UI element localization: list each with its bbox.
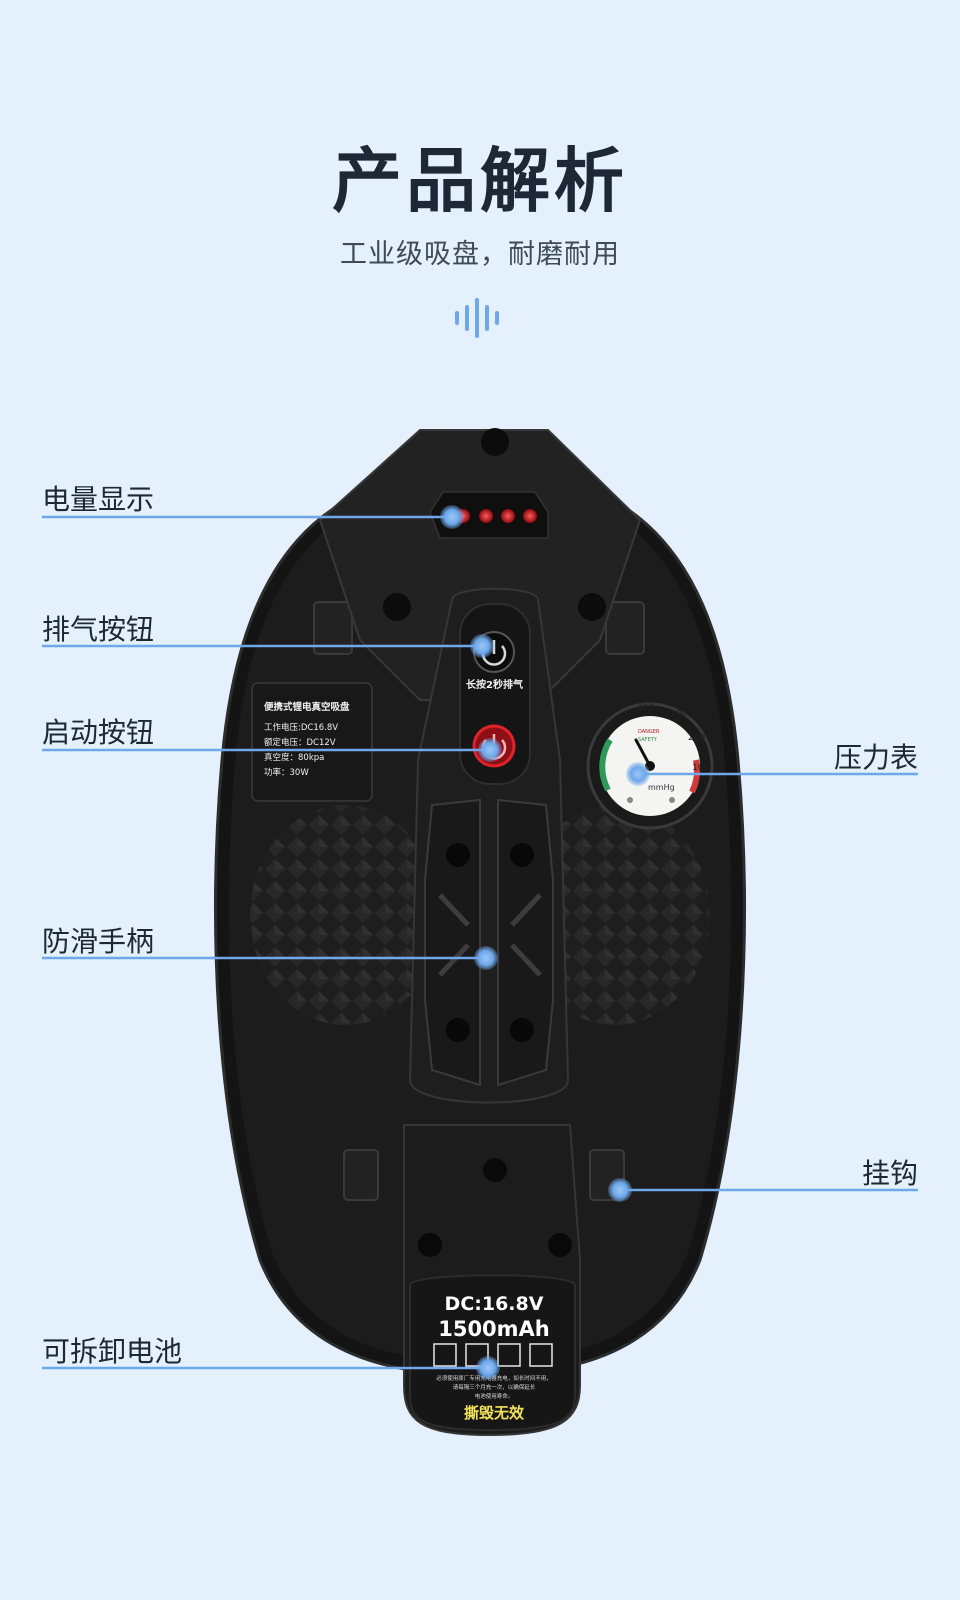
gauge-tick-300: 300 [670, 709, 687, 719]
battery-led-3 [501, 509, 515, 523]
label-grip: 防滑手柄 [42, 925, 155, 958]
anti-slip-grip: 长按2秒排气 [408, 587, 570, 1104]
spec-title: 便携式锂电真空吸盘 [264, 701, 350, 713]
spec-working-voltage: 工作电压:DC16.8V [264, 722, 338, 733]
label-pressure-gauge: 压力表 [833, 741, 918, 774]
label-start-button: 启动按钮 [42, 716, 155, 749]
battery-led-2 [479, 509, 493, 523]
spec-plate: 便携式锂电真空吸盘 工作电压:DC16.8V 额定电压：DC12V 真空度：80… [251, 682, 373, 802]
gauge-safety: SAFETY [638, 737, 658, 743]
hook [313, 601, 645, 1201]
gauge-tick-100: 100 [692, 763, 709, 773]
page-title: 产品解析 [332, 140, 628, 222]
pressure-gauge: 400 300 200 100 DANGER SAFETY mmHg [586, 702, 714, 830]
callout-lines [42, 515, 918, 1370]
battery-voltage: DC:16.8V [445, 1293, 544, 1315]
callout-dots [440, 505, 650, 1380]
gauge-tick-400: 400 [637, 703, 654, 713]
battery-led-4 [523, 509, 537, 523]
exhaust-hint: 长按2秒排气 [466, 678, 523, 691]
battery-seal: 撕毁无效 [464, 1404, 525, 1422]
spec-power: 功率：30W [264, 767, 309, 778]
gauge-tick-200: 200 [688, 733, 705, 743]
spec-rated-voltage: 额定电压：DC12V [264, 737, 336, 748]
sound-wave-icon [455, 298, 499, 338]
label-exhaust-button: 排气按钮 [42, 613, 155, 646]
gauge-unit: mmHg [648, 783, 675, 792]
label-battery-display: 电量显示 [42, 483, 155, 516]
removable-battery: DC:16.8V 1500mAh 必须使用原厂专用充电器充电，如长时间不用， 请… [403, 1124, 581, 1437]
label-battery: 可拆卸电池 [42, 1335, 183, 1368]
label-hook: 挂钩 [861, 1157, 918, 1190]
page-subtitle: 工业级吸盘，耐磨耐用 [340, 239, 620, 270]
spec-vacuum: 真空度：80kpa [264, 752, 324, 763]
battery-capacity: 1500mAh [438, 1317, 550, 1341]
gauge-danger: DANGER [638, 729, 660, 735]
battery-notice-3: 电池使用寿命。 [475, 1392, 514, 1400]
battery-notice-2: 请每隔三个月充一次，以确保延长 [453, 1383, 536, 1391]
